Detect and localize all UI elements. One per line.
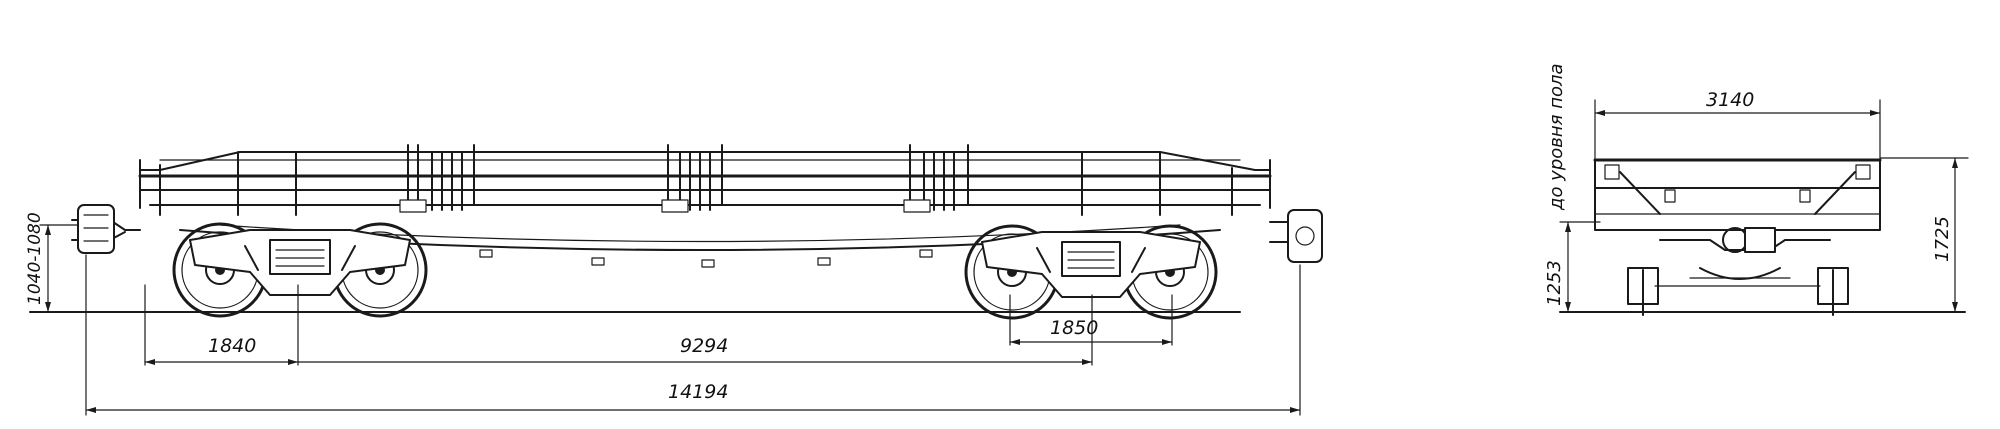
- end-coupler: [1659, 227, 1831, 280]
- width-dimension: 3140: [1594, 89, 1881, 161]
- extension-lines: [85, 254, 1301, 416]
- side-view: 1040-1080 1840 9294: [25, 144, 1323, 416]
- right-coupler: [1269, 209, 1323, 263]
- right-bogie: [964, 224, 1218, 320]
- total-height-dimension: 1725: [1879, 157, 1969, 313]
- coupler-height-dimension: 1040-1080: [25, 212, 79, 313]
- width-label: 3140: [1706, 89, 1754, 111]
- wheelbase-right-dimension: 1850: [1009, 317, 1173, 345]
- wheelbase-right-label: 1850: [1050, 317, 1098, 339]
- end-view: 3140 1253 до уровня пола 1725: [1544, 63, 1969, 316]
- stakes: [159, 144, 1233, 216]
- end-wheels: [1627, 267, 1849, 316]
- bogie-centers-label: 9294: [680, 335, 728, 357]
- floor-height-label: 1253: [1544, 260, 1565, 306]
- bogie-centers-dimension: 9294: [297, 335, 1093, 365]
- overall-length-dimension: 14194: [85, 381, 1301, 413]
- coupler-height-label: 1040-1080: [25, 212, 45, 305]
- left-coupler: [71, 204, 141, 254]
- overall-length-label: 14194: [668, 381, 728, 403]
- wheelbase-left-label: 1840: [208, 335, 256, 357]
- floor-height-dimension: 1253 до уровня пола: [1544, 63, 1601, 313]
- floor-level-note: до уровня пола: [1546, 63, 1567, 211]
- sill-brackets: [479, 249, 933, 268]
- left-bogie: [172, 222, 428, 318]
- wheelbase-left-dimension: 1840: [144, 335, 299, 365]
- total-height-label: 1725: [1932, 216, 1953, 262]
- end-platform: [1593, 158, 1882, 231]
